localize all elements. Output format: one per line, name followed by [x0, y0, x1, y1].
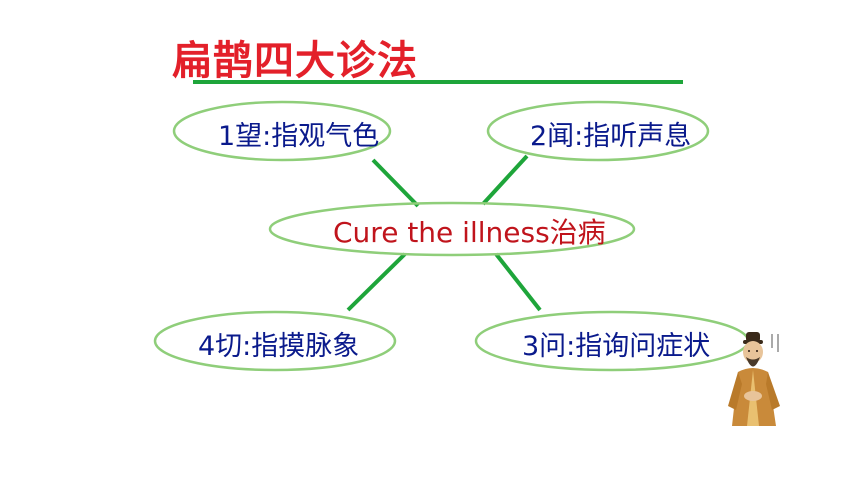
- portrait-figure-icon: [728, 332, 780, 426]
- title-underline: [193, 80, 683, 84]
- node-qie-ellipse: [153, 310, 397, 372]
- node-wang-label: 1望:指观气色: [218, 121, 380, 152]
- center-label: Cure the illness治病: [333, 216, 606, 249]
- node-wang-ellipse: [172, 100, 392, 162]
- connector-wang: [371, 158, 420, 208]
- page-title: 扁鹊四大诊法: [172, 38, 418, 84]
- node-wen-listen-ellipse: [486, 100, 710, 162]
- node-wen-ask-label: 3问:指询问症状: [522, 331, 711, 362]
- connector-wen-listen: [481, 154, 529, 206]
- connector-qie: [346, 252, 407, 312]
- connector-wen-ask: [494, 252, 542, 312]
- center-ellipse: [268, 201, 636, 257]
- node-qie-label: 4切:指摸脉象: [198, 331, 360, 362]
- node-wen-listen-label: 2闻:指听声息: [530, 121, 692, 152]
